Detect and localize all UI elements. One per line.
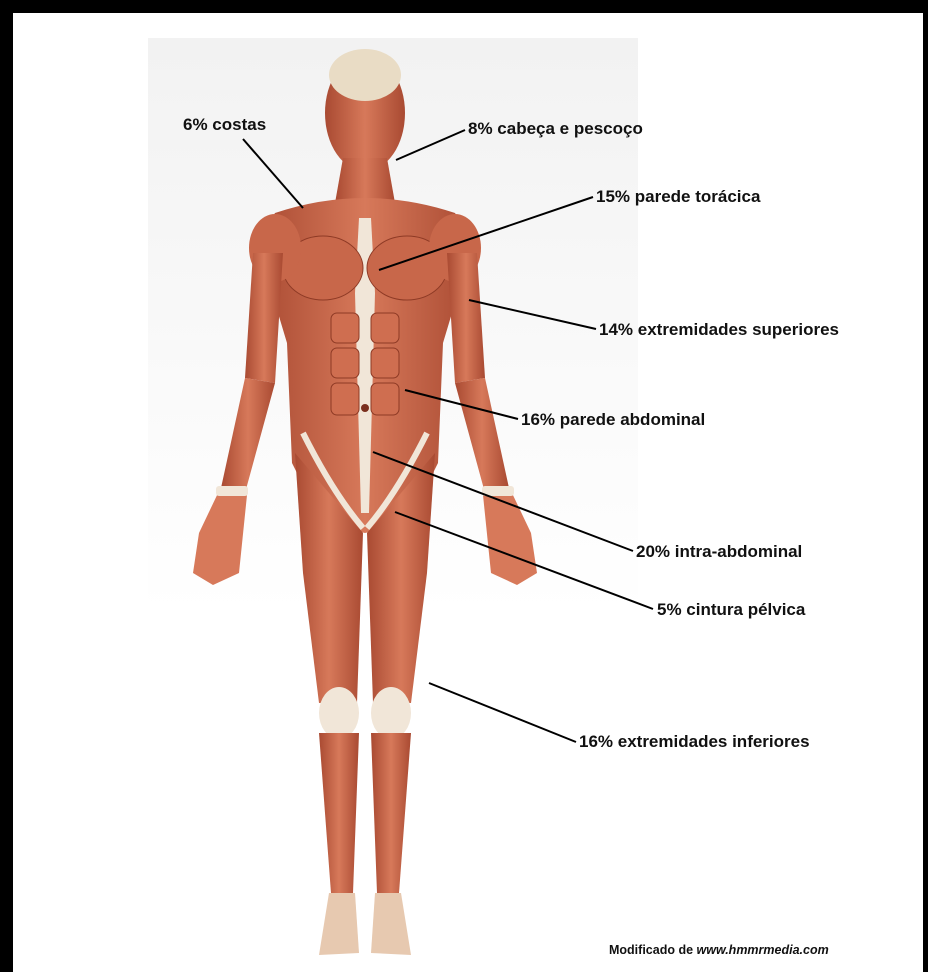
left-knee [319,687,359,739]
credit-line: Modificado de www.hmmrmedia.com [609,943,829,957]
label-intra-abdominal: 20% intra-abdominal [636,542,802,562]
label-extremidades-superiores: 14% extremidades superiores [599,320,839,340]
left-wrist [216,486,248,496]
right-foot [371,893,411,955]
left-shin [319,733,359,893]
right-shin [371,733,411,893]
label-costas: 6% costas [183,115,266,135]
anatomy-figure [13,13,923,972]
diagram-panel: 6% costas 8% cabeça e pescoço 15% parede… [13,13,923,972]
right-knee [371,687,411,739]
leader-ext-inf [429,683,576,742]
neck [335,158,395,203]
left-foot [319,893,359,955]
navel [361,404,369,412]
credit-prefix: Modificado de [609,943,697,957]
credit-site: www.hmmrmedia.com [697,943,829,957]
label-parede-abdominal: 16% parede abdominal [521,410,705,430]
skull-cap [329,49,401,101]
label-cabeca-pescoco: 8% cabeça e pescoço [468,119,643,139]
label-extremidades-inferiores: 16% extremidades inferiores [579,732,810,752]
label-parede-toracica: 15% parede torácica [596,187,760,207]
label-cintura-pelvica: 5% cintura pélvica [657,600,805,620]
